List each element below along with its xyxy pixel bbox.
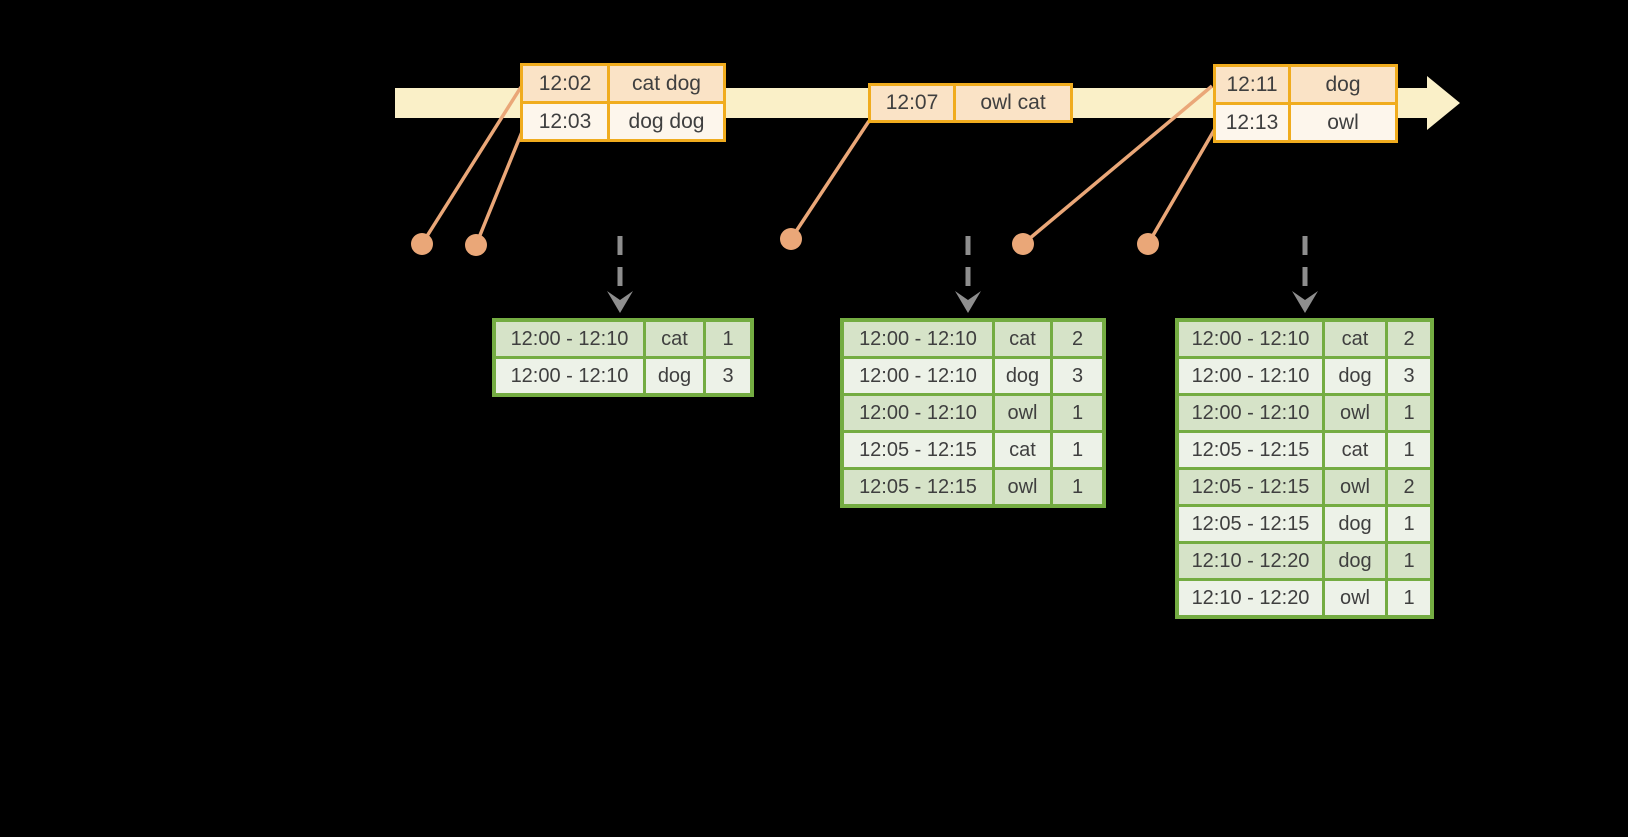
arrow-down-icon [1292,291,1318,313]
result-cell-window: 12:05 - 12:15 [1179,507,1322,541]
result-cell-word: owl [995,470,1050,504]
result-cell-window: 12:00 - 12:10 [1179,396,1322,430]
result-cell-word: dog [995,359,1050,393]
event-dot [780,228,802,250]
event-connector-line [420,86,523,245]
event-cell-time: 12:13 [1216,105,1288,140]
result-cell-word: owl [1325,470,1385,504]
result-cell-count: 1 [1388,544,1430,578]
result-cell-count: 3 [1053,359,1102,393]
event-connector-line [1146,126,1218,245]
result-cell-count: 3 [1388,359,1430,393]
event-cell-words: cat dog [610,66,723,101]
result-cell-window: 12:05 - 12:15 [1179,433,1322,467]
event-dot [411,233,433,255]
result-cell-word: dog [1325,359,1385,393]
result-cell-count: 1 [1053,470,1102,504]
result-cell-count: 2 [1053,322,1102,356]
event-dot [465,234,487,256]
arrow-down-icon [607,291,633,313]
event-cell-words: dog dog [610,104,723,139]
result-cell-window: 12:00 - 12:10 [844,396,992,430]
result-cell-word: dog [1325,544,1385,578]
result-cell-count: 1 [1388,433,1430,467]
trigger-arrow [955,236,981,313]
arrow-down-icon [955,291,981,313]
result-cell-word: cat [646,322,703,356]
event-cell-words: owl [1291,105,1395,140]
event-dot [1012,233,1034,255]
result-cell-word: owl [995,396,1050,430]
result-cell-count: 1 [1388,396,1430,430]
result-cell-count: 1 [1388,507,1430,541]
result-cell-word: dog [1325,507,1385,541]
result-cell-window: 12:00 - 12:10 [1179,359,1322,393]
result-cell-window: 12:10 - 12:20 [1179,581,1322,615]
event-connector-line [789,120,871,240]
result-cell-count: 1 [1388,581,1430,615]
result-cell-count: 1 [1053,433,1102,467]
result-cell-count: 2 [1388,322,1430,356]
result-cell-window: 12:00 - 12:10 [496,322,643,356]
result-cell-count: 1 [1053,396,1102,430]
event-cell-time: 12:07 [871,86,953,120]
result-cell-window: 12:00 - 12:10 [844,359,992,393]
result-cell-word: owl [1325,581,1385,615]
timeline-arrowhead-icon [1427,76,1460,130]
result-cell-word: cat [995,433,1050,467]
event-cell-words: owl cat [956,86,1070,120]
result-cell-count: 3 [706,359,750,393]
trigger-arrow [1292,236,1318,313]
event-cell-time: 12:03 [523,104,607,139]
event-cell-time: 12:02 [523,66,607,101]
result-cell-window: 12:00 - 12:10 [496,359,643,393]
result-cell-window: 12:00 - 12:10 [1179,322,1322,356]
result-cell-window: 12:05 - 12:15 [1179,470,1322,504]
result-cell-word: cat [995,322,1050,356]
result-cell-window: 12:00 - 12:10 [844,322,992,356]
event-cell-words: dog [1291,67,1395,102]
result-cell-count: 2 [1388,470,1430,504]
result-cell-word: dog [646,359,703,393]
result-cell-word: cat [1325,322,1385,356]
trigger-arrow [607,236,633,313]
event-connector-line [1021,84,1214,246]
result-cell-window: 12:10 - 12:20 [1179,544,1322,578]
result-cell-window: 12:05 - 12:15 [844,433,992,467]
result-cell-window: 12:05 - 12:15 [844,470,992,504]
result-cell-word: cat [1325,433,1385,467]
result-cell-count: 1 [706,322,750,356]
result-cell-word: owl [1325,396,1385,430]
event-cell-time: 12:11 [1216,67,1288,102]
event-connector-line [474,126,526,246]
event-dot [1137,233,1159,255]
